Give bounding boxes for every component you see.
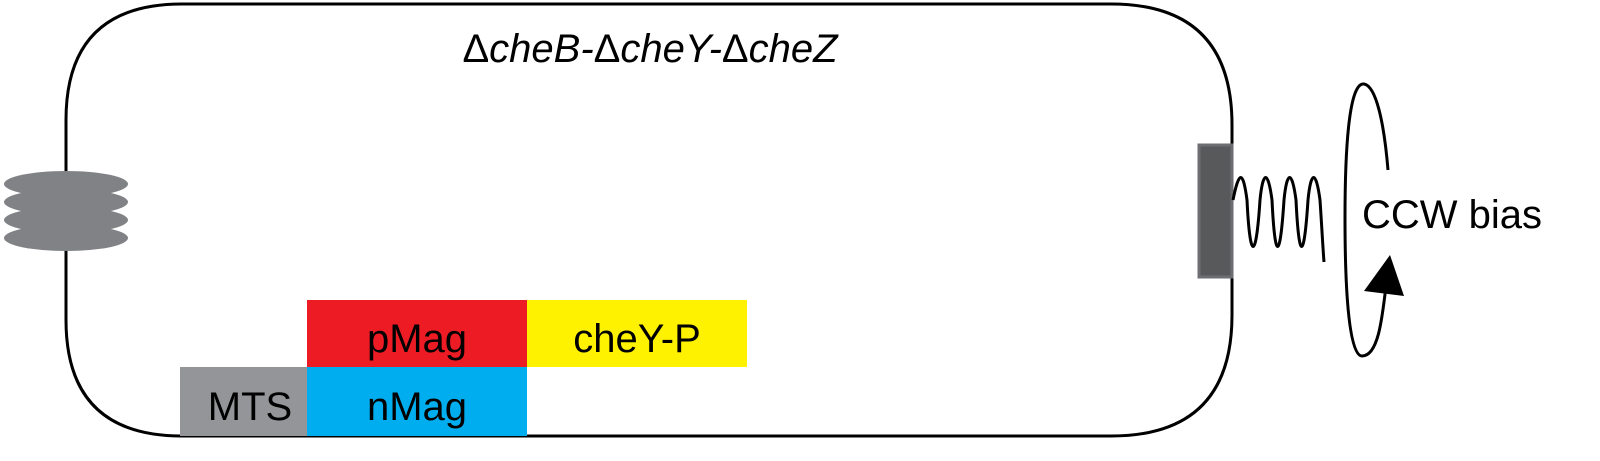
cell-membrane <box>64 2 1234 438</box>
nmag-box <box>307 367 527 436</box>
mts-box <box>180 367 307 436</box>
separator: - <box>709 27 722 71</box>
rotation-arrowhead <box>1364 255 1404 296</box>
receptor-disc <box>4 207 128 233</box>
delta-symbol: Δ <box>462 27 489 71</box>
rotation-loop <box>1343 82 1390 358</box>
chey-p-label: cheY-P <box>573 317 701 361</box>
receptor-disc <box>4 225 128 251</box>
pmag-label: pMag <box>367 317 467 361</box>
chey-p-block: cheY-P <box>527 300 747 367</box>
ccw-bias-label: CCW bias <box>1362 193 1542 237</box>
chey-p-box <box>527 300 747 367</box>
receptor-disc <box>4 171 128 197</box>
delta-symbol: Δ <box>594 27 621 71</box>
separator: - <box>580 27 593 71</box>
flagellar-motor <box>1197 143 1234 279</box>
strain-genotype-title: ΔcheB-ΔcheY-ΔcheZ <box>462 27 839 71</box>
delta-symbol: Δ <box>722 27 749 71</box>
gene-name: cheB <box>489 27 580 71</box>
nmag-block: nMag <box>307 367 527 436</box>
nmag-label: nMag <box>367 385 467 429</box>
gene-name: cheY <box>620 27 714 71</box>
receptor-stack <box>4 171 128 251</box>
mts-label: MTS <box>208 385 292 429</box>
pmag-block: pMag <box>307 300 527 367</box>
gene-name: cheZ <box>749 27 839 71</box>
pmag-box <box>307 300 527 367</box>
mts-block: MTS <box>180 367 307 436</box>
receptor-disc <box>4 189 128 215</box>
flagellum <box>1231 176 1326 263</box>
